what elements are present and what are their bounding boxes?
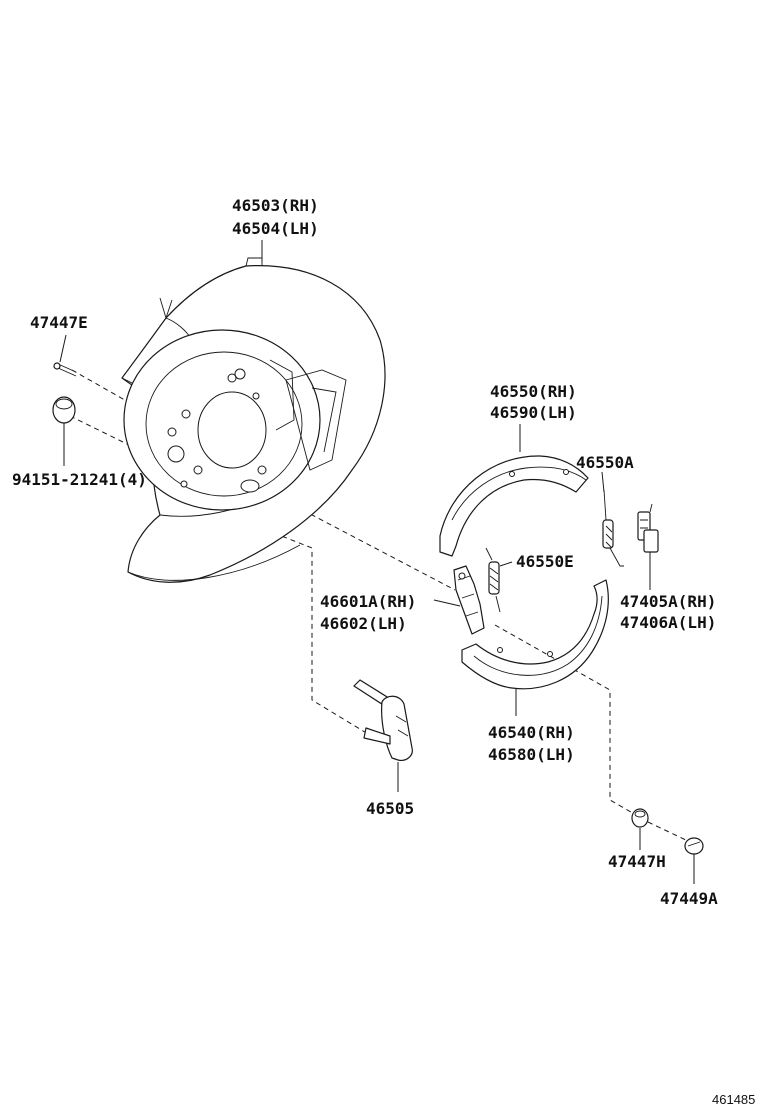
label-adjuster-lh: 47406A(LH) [620,613,716,632]
label-lever: 46505 [366,799,414,818]
adjuster-shape [637,503,659,553]
label-shoe-lower-lh: 46580(LH) [488,745,575,764]
label-spring-seat: 47449A [660,889,718,908]
cup-shape [631,808,649,828]
spring-a-shape [602,489,624,567]
label-pin-e: 47447E [30,313,88,332]
label-shoe-lower-rh: 46540(RH) [488,723,575,742]
figure-number: 461485 [712,1092,755,1107]
upper-shoe-shape [439,455,589,557]
lower-shoe-shape [461,579,609,690]
label-adjuster-rh: 47405A(RH) [620,592,716,611]
label-backing-plate-rh: 46503(RH) [232,196,319,215]
label-shoe-upper-lh: 46590(LH) [490,403,577,422]
label-shoe-upper-rh: 46550(RH) [490,382,577,401]
backing-plate-shape [121,257,386,583]
strut-shape [453,565,485,635]
spring-seat-shape [684,837,704,855]
spring-e-shape [485,547,501,613]
lever-shape [353,679,413,761]
plug-shape [52,396,76,424]
label-spring-a: 46550A [576,453,634,472]
label-backing-plate-lh: 46504(LH) [232,219,319,238]
label-spring-e: 46550E [516,552,574,571]
label-cup-h: 47447H [608,852,666,871]
label-strut-lh: 46602(LH) [320,614,407,633]
label-plug: 94151-21241(4) [12,470,147,489]
leader-lines [59,240,695,884]
label-strut-rh: 46601A(RH) [320,592,416,611]
pin-shape [53,362,77,377]
